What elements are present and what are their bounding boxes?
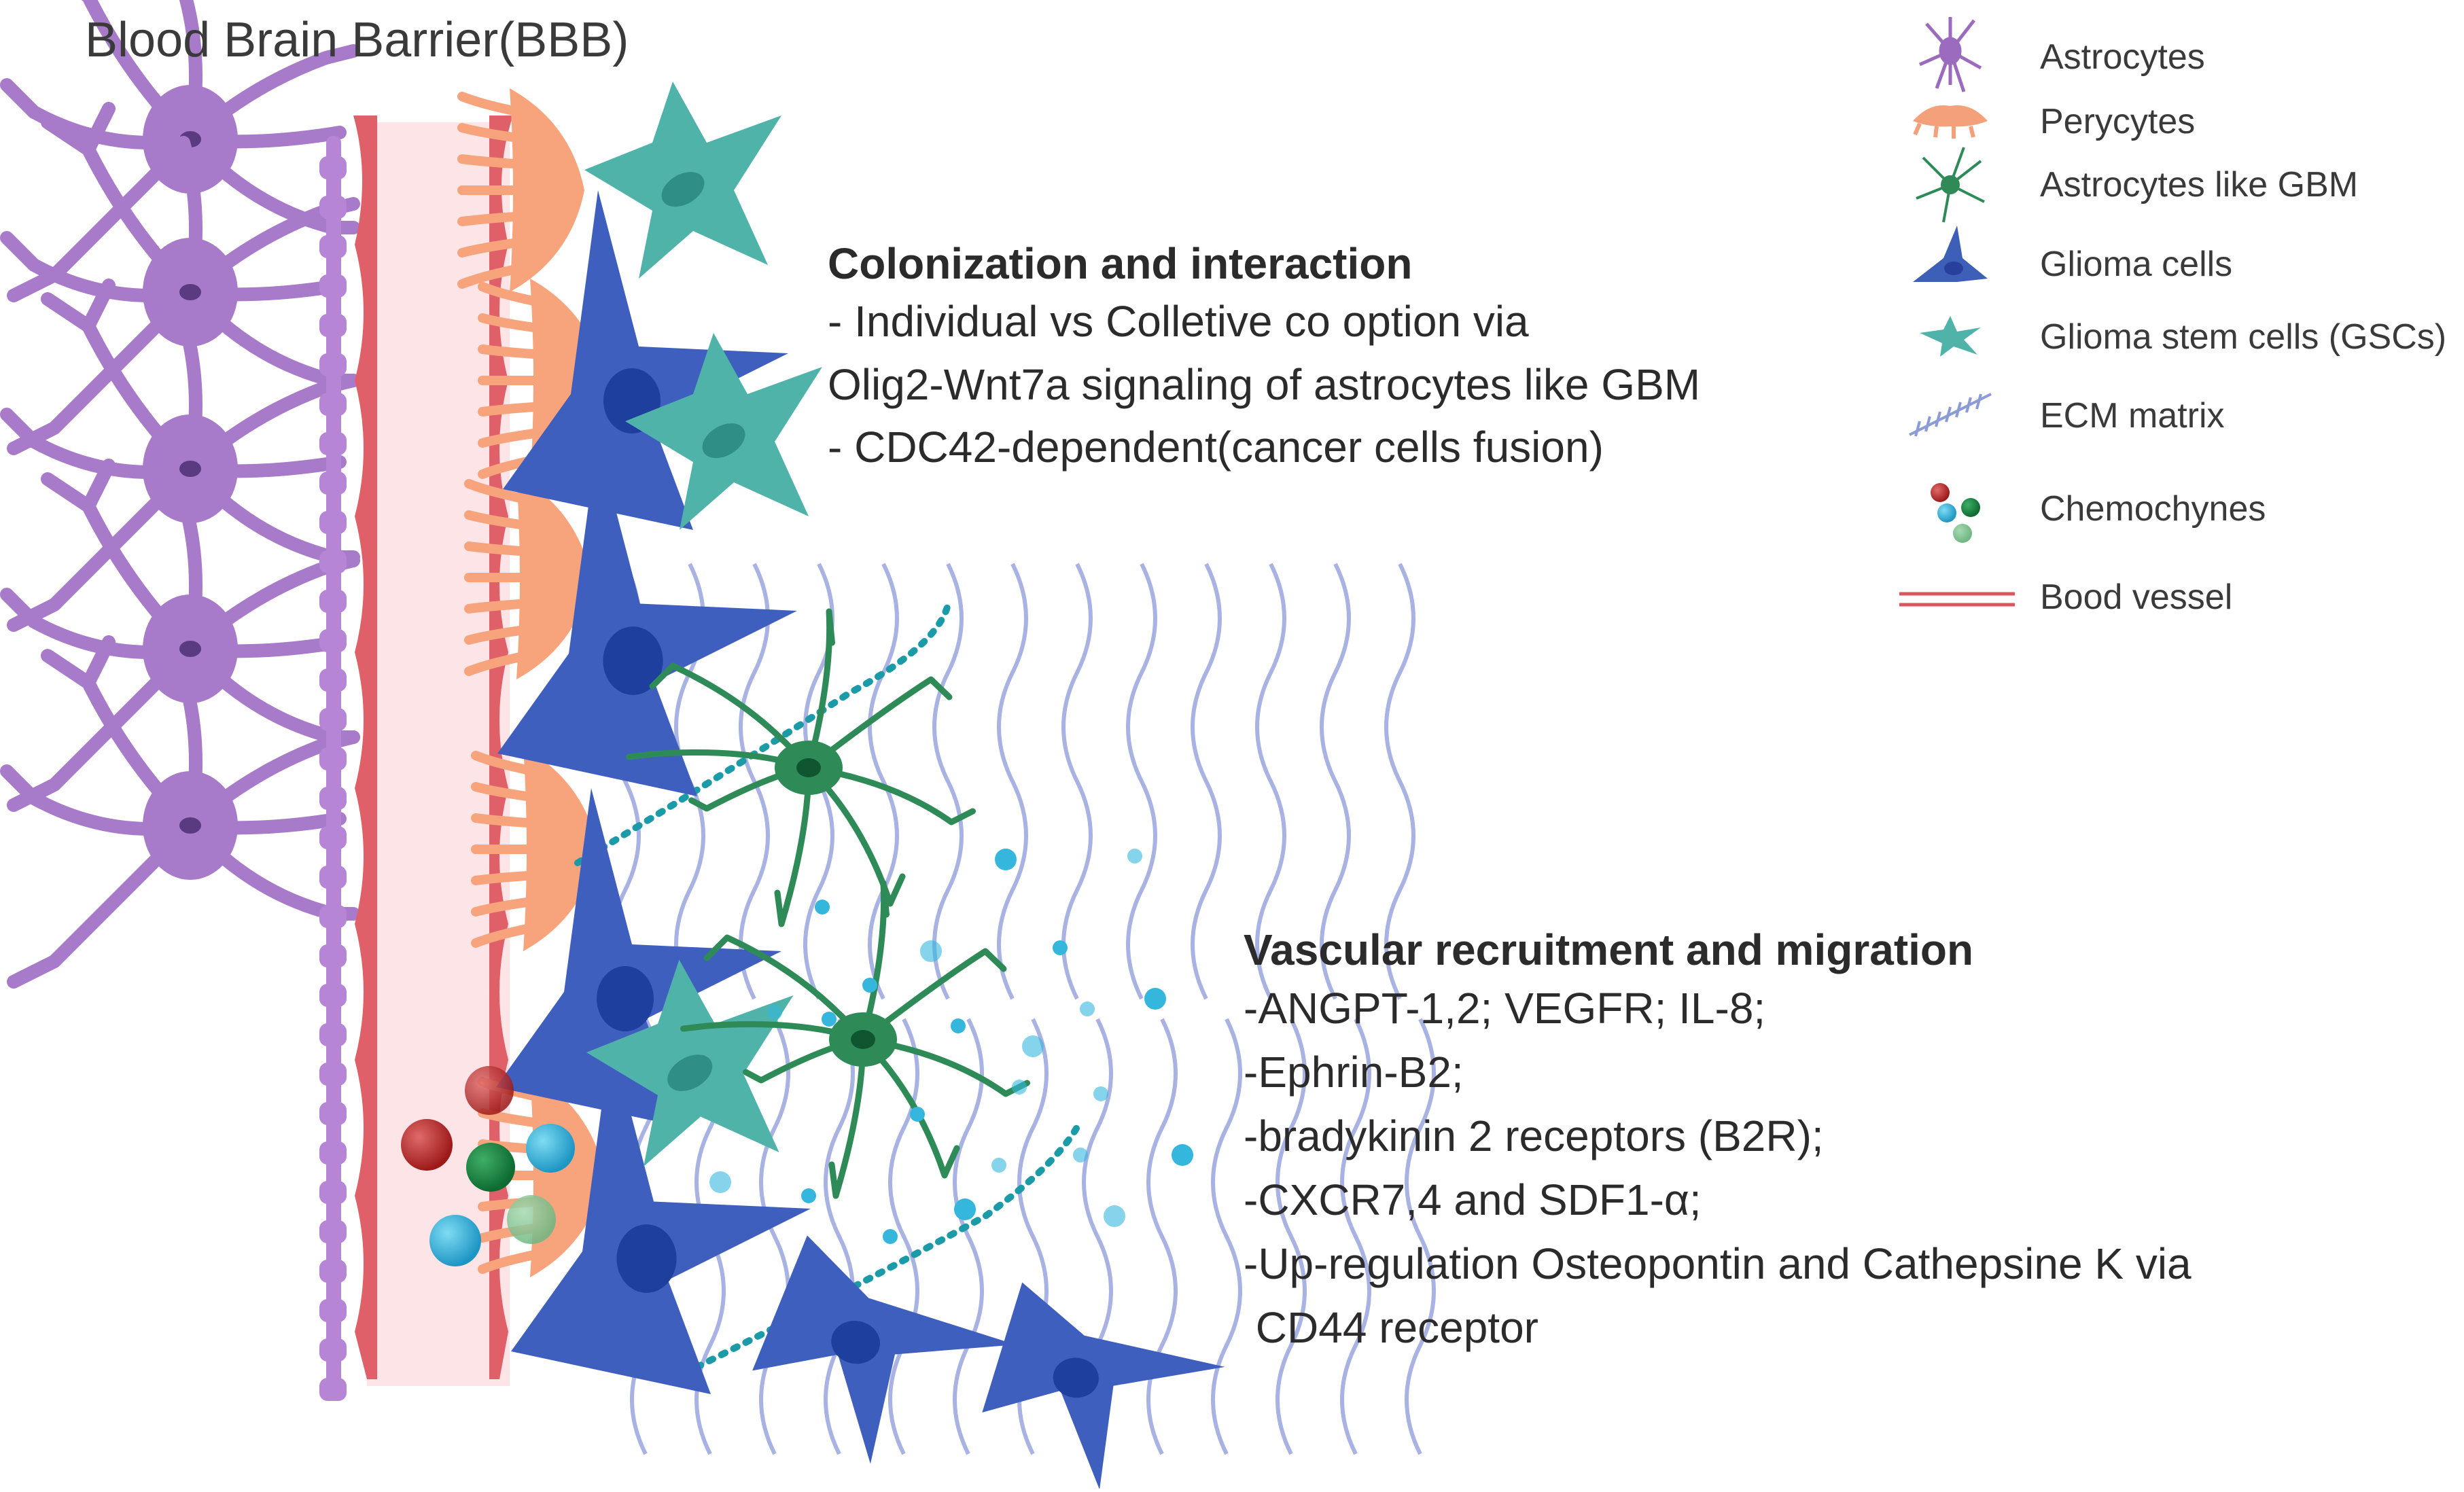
chemokine-dot xyxy=(815,900,830,914)
ecm-fiber xyxy=(1191,563,1222,1000)
ecm-fiber xyxy=(1255,563,1286,1000)
vascular-line: -bradykinin 2 receptors (B2R); xyxy=(1244,1111,1824,1160)
ecm-fiber xyxy=(932,563,964,1000)
chemokine-dot xyxy=(951,1018,966,1033)
legend-item-chemokines: Chemochynes xyxy=(1896,479,2460,540)
vascular-line: -ANGPT-1,2; VEGFR; IL-8; xyxy=(1244,983,1766,1033)
ecm-fiber xyxy=(868,563,899,1000)
legend-item-blood-vessel: Bood vessel xyxy=(1896,567,2460,628)
glioma-cell xyxy=(497,440,797,796)
ecm-fiber xyxy=(1340,1018,1371,1455)
chemokine-dot xyxy=(883,1229,898,1244)
chemokine-spheres xyxy=(401,1066,575,1266)
glioma-stem-cell xyxy=(625,333,822,530)
ecm-strand xyxy=(669,1118,1084,1383)
chemokine-dot xyxy=(709,1171,731,1193)
chemokine-dot xyxy=(822,1012,837,1027)
ecm-fiber xyxy=(1061,563,1093,1000)
chemokine-dot xyxy=(991,1158,1006,1173)
chemokine-dot xyxy=(1093,1086,1108,1101)
legend-label: Astrocytes like GBM xyxy=(2040,165,2359,205)
colonization-line: - Individual vs Colletive co option via xyxy=(828,296,1529,346)
chemokine-dot xyxy=(767,1005,782,1020)
vascular-line: -Up-regulation Osteopontin and Cathepsin… xyxy=(1244,1239,2192,1289)
vascular-line: -Ephrin-B2; xyxy=(1244,1047,1464,1097)
chemokine-dot xyxy=(995,849,1017,870)
glioma-cell xyxy=(982,1282,1225,1490)
chemokine-dot xyxy=(801,1188,816,1203)
legend-item-astrocytes-like-gbm: Astrocytes like GBM xyxy=(1896,155,2460,216)
vascular-block: Vascular recruitment and migration -ANGP… xyxy=(1244,924,2192,1360)
legend-item-astrocytes: Astrocytes xyxy=(1896,27,2460,88)
ecm-fiber xyxy=(1126,563,1157,1000)
ecm-fiber xyxy=(739,563,770,1000)
ecm-fiber xyxy=(997,563,1028,1000)
pericyte xyxy=(471,747,598,951)
chemokine-dot xyxy=(1104,1205,1125,1227)
chemokine-dot xyxy=(1073,1148,1088,1162)
legend-label: Chemochynes xyxy=(2040,489,2266,529)
astrocyte-group xyxy=(0,0,360,989)
legend-label: Glioma cells xyxy=(2040,245,2233,284)
glioma-stem-cell-group xyxy=(584,82,822,1167)
chemokine-dot xyxy=(910,1107,925,1122)
vascular-line: CD44 receptor xyxy=(1244,1303,1538,1353)
glioma-cell-group xyxy=(496,190,1225,1490)
colonization-line: - CDC42-dependent(cancer cells fusion) xyxy=(828,423,1604,472)
chemokine-dot xyxy=(1144,988,1166,1010)
chemokine-dot xyxy=(954,1198,976,1220)
astrocyte xyxy=(0,102,360,455)
chemokine-dot xyxy=(1053,940,1068,955)
ecm-fiber xyxy=(1405,1018,1436,1455)
legend-icons xyxy=(1899,17,2015,607)
legend-item-glioma-cells: Glioma cells xyxy=(1896,234,2460,296)
legend-label: Glioma stem cells (GSCs) xyxy=(2040,317,2447,357)
ecm-fiber xyxy=(1146,1018,1178,1455)
chemokine-dot xyxy=(1080,1001,1095,1016)
chemokine-dot xyxy=(1127,849,1142,864)
pericyte xyxy=(464,476,591,679)
chemokine-dot xyxy=(1022,1035,1044,1057)
legend-label: Astrocytes xyxy=(2040,37,2205,77)
vascular-line: -CXCR7,4 and SDF1-α; xyxy=(1244,1175,1702,1225)
glioma-stem-cell xyxy=(586,959,794,1167)
astrocyte xyxy=(0,0,360,302)
legend-item-gscs: Glioma stem cells (GSCs) xyxy=(1896,307,2460,368)
legend-item-ecm-matrix: ECM matrix xyxy=(1896,386,2460,447)
legend-label: Bood vessel xyxy=(2040,578,2233,617)
chemokine-dot xyxy=(1012,1080,1027,1095)
ecm-fiber xyxy=(824,1018,855,1455)
legend-item-pericytes: Perycytes xyxy=(1896,92,2460,153)
legend-label: ECM matrix xyxy=(2040,396,2225,436)
ecm-fiber xyxy=(1275,1018,1307,1455)
diagram-title: Blood Brain Barrier(BBB) xyxy=(85,13,629,67)
chemokine-dot xyxy=(920,940,942,962)
glioma-stem-cell xyxy=(584,82,781,279)
astrocyte-like-gbm xyxy=(626,608,976,927)
ecm-fiber xyxy=(888,1018,919,1455)
ecm-fiber xyxy=(759,1018,790,1455)
ecm-fiber xyxy=(1320,563,1351,1000)
ecm-fiber xyxy=(1211,1018,1242,1455)
glioma-cell xyxy=(752,1235,1016,1464)
legend-label: Perycytes xyxy=(2040,102,2196,141)
chemokine-dot xyxy=(1172,1144,1193,1166)
ecm-fiber xyxy=(953,1018,984,1455)
colonization-block: Colonization and interaction - Individua… xyxy=(828,238,1700,479)
glioma-cell xyxy=(511,1037,811,1394)
colonization-line: Olig2-Wnt7a signaling of astrocytes like… xyxy=(828,359,1701,409)
vascular-heading: Vascular recruitment and migration xyxy=(1244,925,1974,974)
colonization-heading: Colonization and interaction xyxy=(828,239,1413,288)
chemokine-dots xyxy=(709,849,1193,1244)
chemokine-dot xyxy=(862,978,877,993)
astrocyte xyxy=(0,635,360,989)
glioma-cell xyxy=(496,788,781,1128)
pericyte-group xyxy=(457,88,605,1277)
ecm-fiber xyxy=(1384,563,1415,1000)
pericyte xyxy=(457,88,584,292)
